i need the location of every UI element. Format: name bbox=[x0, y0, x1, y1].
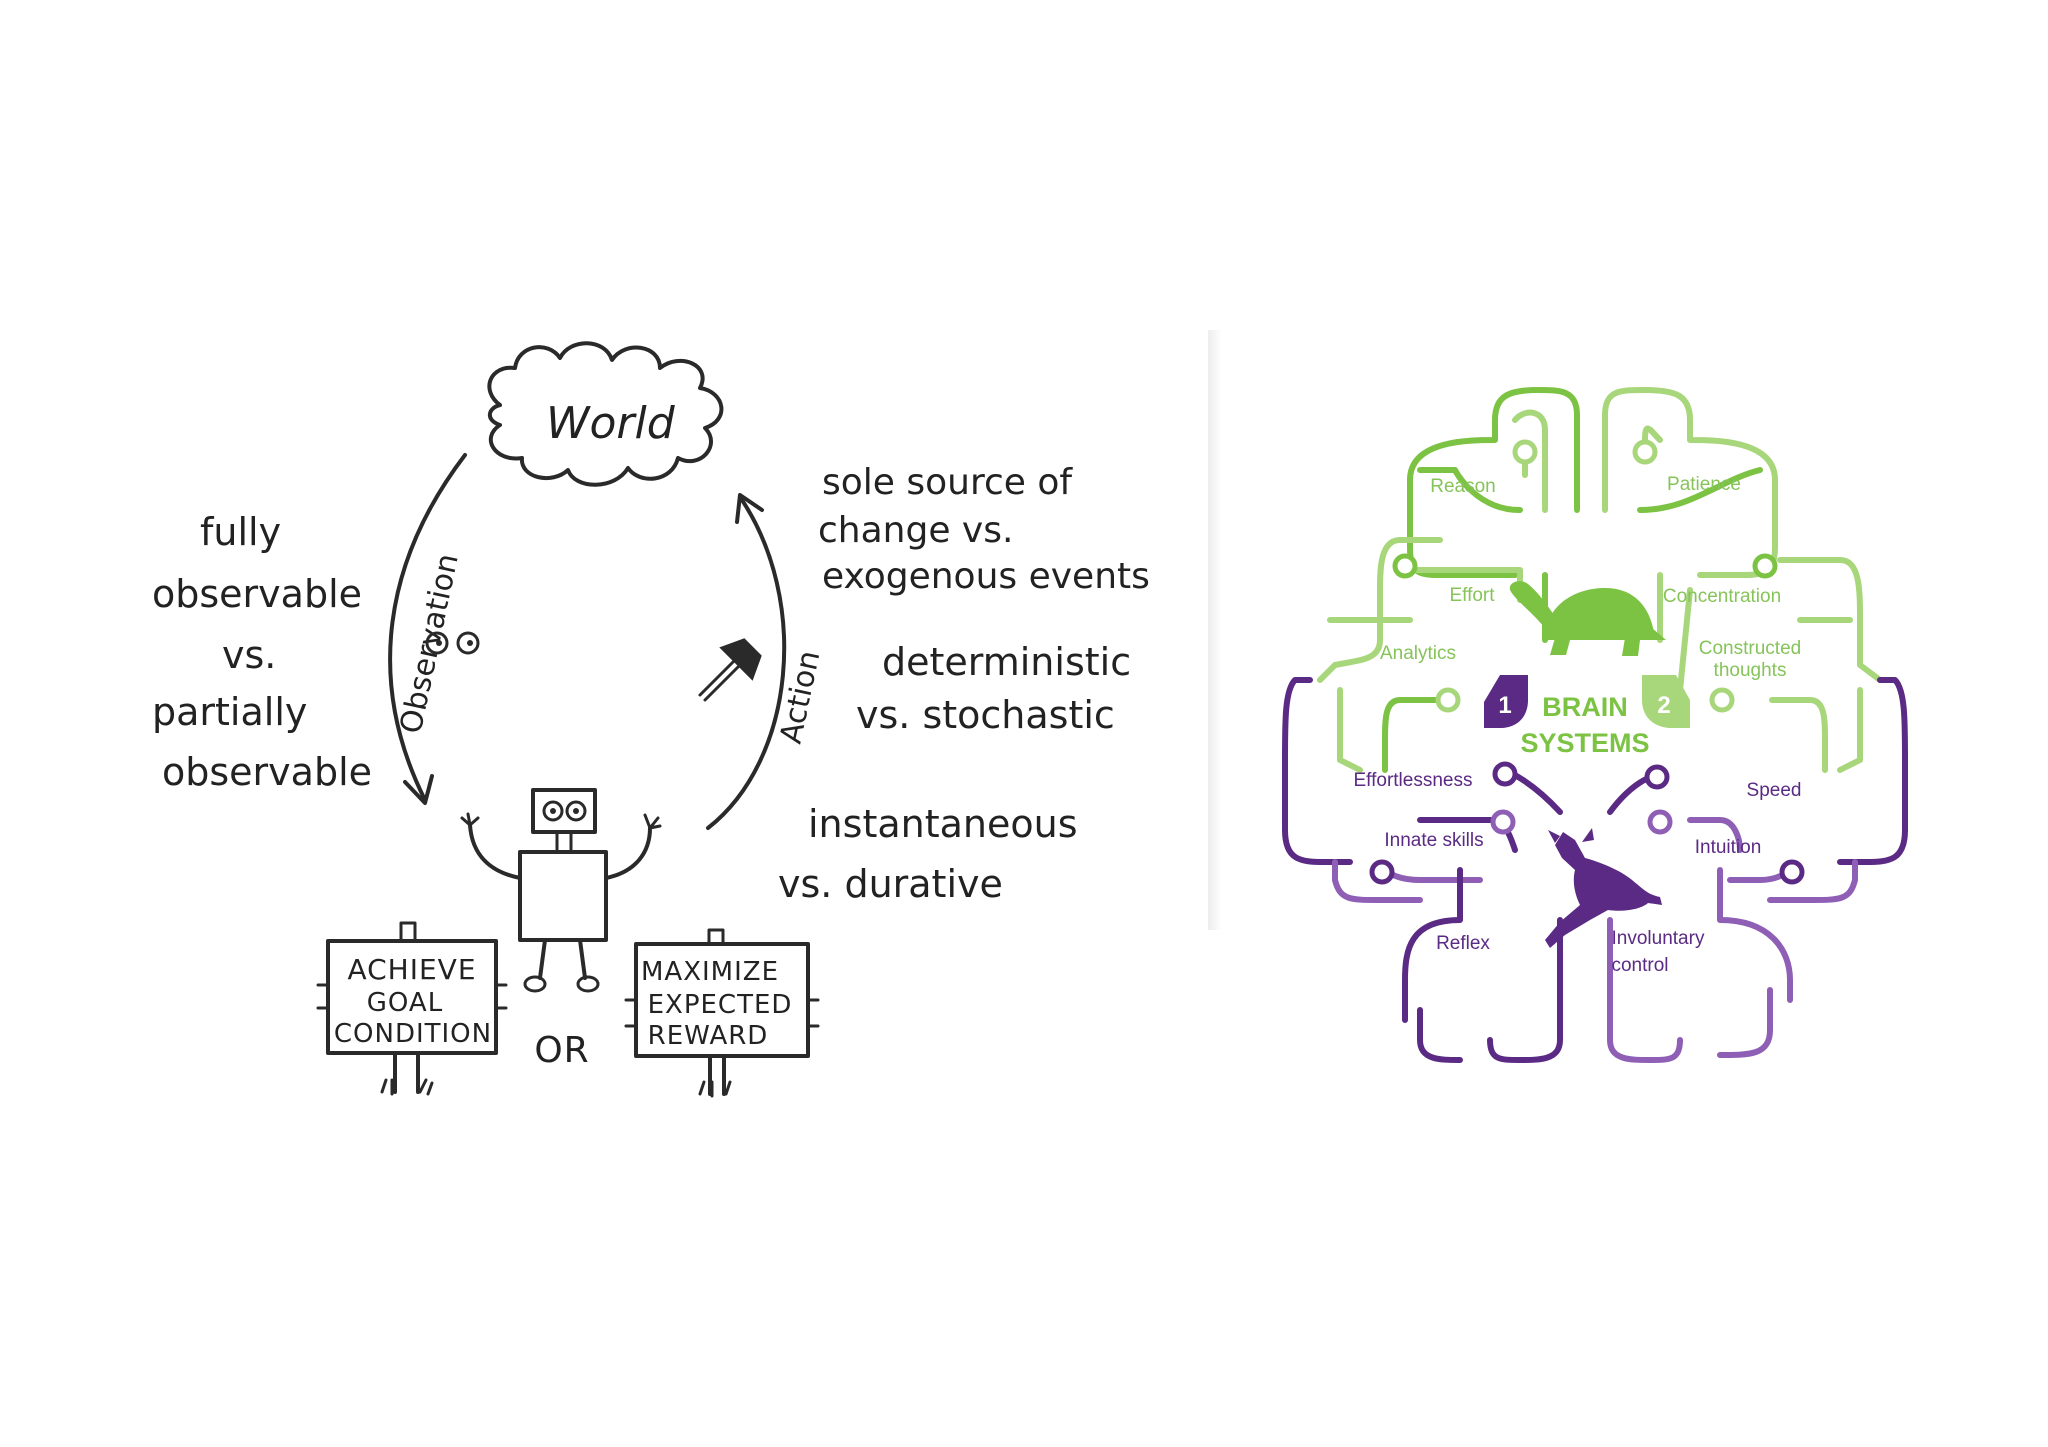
label-reason: Reason bbox=[1430, 476, 1496, 497]
sign-right-line-3: REWARD bbox=[648, 1021, 769, 1051]
action-label: Action bbox=[774, 647, 828, 746]
left-text-line-1: fully bbox=[200, 510, 281, 554]
sign-left-line-2: GOAL bbox=[367, 988, 443, 1018]
sign-right-line-1: MAXIMIZE bbox=[641, 957, 779, 987]
left-text-line-4: partially bbox=[152, 690, 307, 734]
brain-title-line-1: BRAIN bbox=[1542, 692, 1628, 722]
label-speed: Speed bbox=[1747, 780, 1802, 801]
observation-label: Observation bbox=[394, 551, 466, 737]
sign-left-line-3: CONDITION bbox=[334, 1019, 492, 1049]
right-top-line-1: sole source of bbox=[822, 462, 1073, 503]
duration-text: instantaneous vs. durative bbox=[778, 802, 1078, 906]
label-innate-skills: Innate skills bbox=[1384, 830, 1483, 851]
brain-diagram: 1 2 BRAIN SYSTEMS Reason Pa bbox=[1285, 390, 1905, 1060]
maximize-reward-sign: MAXIMIZE EXPECTED REWARD bbox=[626, 930, 818, 1096]
label-constructed-line-1: Constructed bbox=[1699, 638, 1801, 659]
left-text-line-2: observable bbox=[152, 572, 362, 616]
right-mid-line-2: vs. stochastic bbox=[856, 693, 1115, 737]
label-patience: Patience bbox=[1667, 474, 1741, 495]
right-bottom-line-1: instantaneous bbox=[808, 802, 1078, 846]
observability-text: fully observable vs. partially observabl… bbox=[152, 510, 372, 794]
agent-diagram: World Observation Action bbox=[152, 343, 1150, 1096]
label-concentration: Concentration bbox=[1663, 586, 1781, 607]
left-text-line-5: observable bbox=[162, 750, 372, 794]
label-analytics: Analytics bbox=[1380, 643, 1456, 664]
right-bottom-line-2: vs. durative bbox=[778, 862, 1003, 906]
robot-icon bbox=[462, 790, 660, 991]
label-effortlessness: Effortlessness bbox=[1354, 770, 1473, 791]
label-effort: Effort bbox=[1449, 585, 1495, 606]
turtle-icon bbox=[1510, 581, 1666, 656]
world-label: World bbox=[546, 398, 676, 449]
sign-right-line-2: EXPECTED bbox=[648, 990, 793, 1020]
sign-left-line-1: ACHIEVE bbox=[347, 953, 476, 986]
badge-2-label: 2 bbox=[1657, 692, 1670, 719]
determinism-text: deterministic vs. stochastic bbox=[856, 640, 1131, 737]
badge-1-label: 1 bbox=[1498, 692, 1511, 719]
label-intuition: Intuition bbox=[1695, 837, 1762, 858]
hammer-icon bbox=[700, 640, 760, 700]
source-of-change-text: sole source of change vs. exogenous even… bbox=[818, 462, 1150, 597]
label-involuntary-line-2: control bbox=[1611, 955, 1668, 976]
or-label: OR bbox=[534, 1030, 589, 1071]
right-top-line-2: change vs. bbox=[818, 510, 1013, 551]
brain-title-line-2: SYSTEMS bbox=[1520, 728, 1649, 758]
right-top-line-3: exogenous events bbox=[822, 556, 1150, 597]
left-text-line-3: vs. bbox=[222, 633, 276, 677]
label-involuntary-line-1: Involuntary bbox=[1612, 928, 1705, 949]
label-reflex: Reflex bbox=[1436, 933, 1490, 954]
achieve-goal-sign: ACHIEVE GOAL CONDITION bbox=[318, 923, 506, 1094]
right-mid-line-1: deterministic bbox=[882, 640, 1131, 684]
label-constructed-line-2: thoughts bbox=[1714, 660, 1787, 681]
